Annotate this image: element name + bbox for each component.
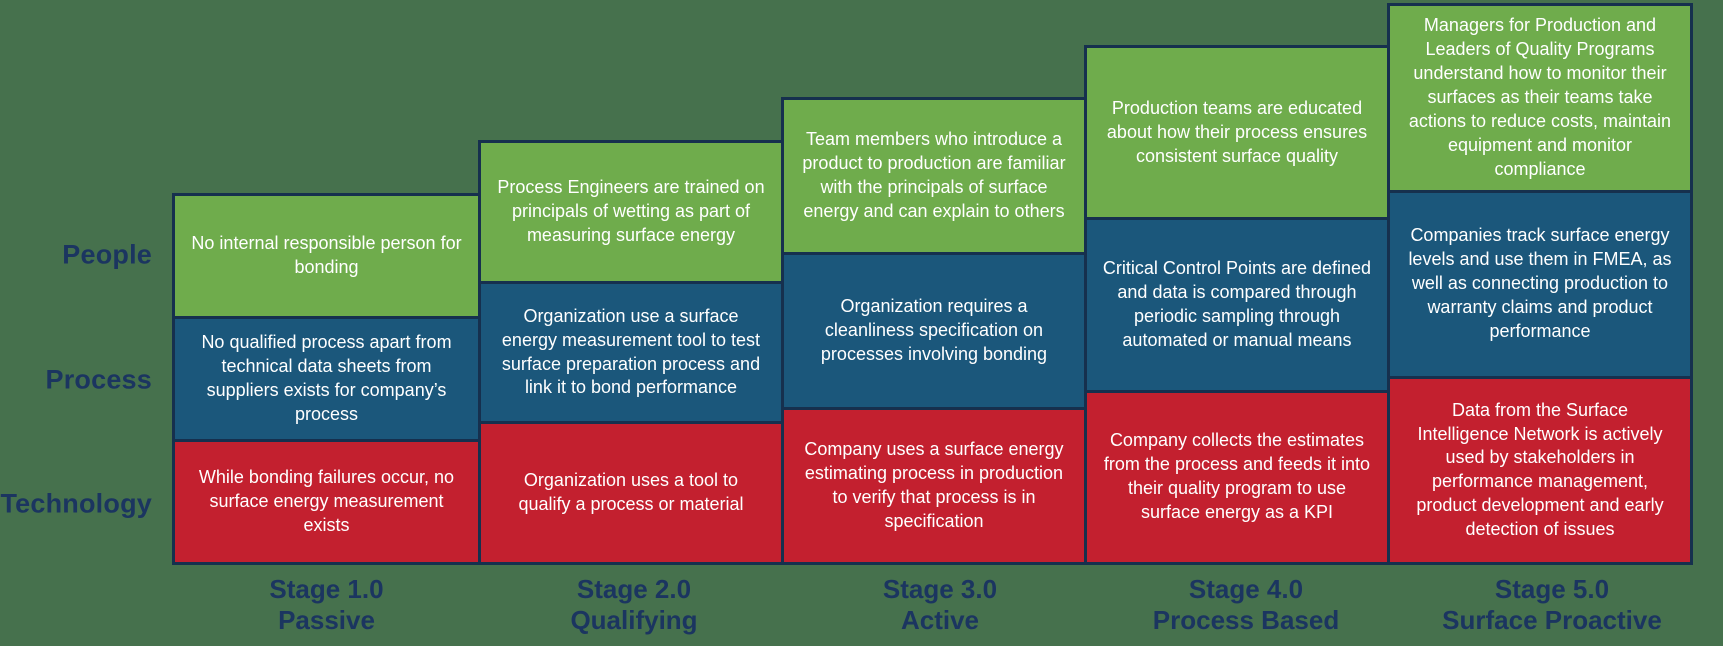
row-label-people: People <box>62 239 152 270</box>
stage-5-process-cell: Companies track surface energy levels an… <box>1387 189 1693 379</box>
stage-3-process-cell: Organization requires a cleanliness spec… <box>781 252 1087 410</box>
staircase: People Process Technology No internal re… <box>0 0 1693 566</box>
stage-5-technology-cell: Data from the Surface Intelligence Netwo… <box>1387 375 1693 565</box>
stage-3-column: Team members who introduce a product to … <box>781 97 1087 565</box>
stage-2-technology-cell: Organization uses a tool to qualify a pr… <box>478 421 784 566</box>
row-label-process: Process <box>45 364 152 395</box>
stage-4-process-cell: Critical Control Points are defined and … <box>1084 217 1390 393</box>
stage-axis-labels: Stage 1.0 Passive Stage 2.0 Qualifying S… <box>0 565 1723 646</box>
stage-3-people-cell: Team members who introduce a product to … <box>781 97 1087 255</box>
stage-3-technology-cell: Company uses a surface energy estimating… <box>781 407 1087 565</box>
stage-2-process-cell: Organization use a surface energy measur… <box>478 280 784 425</box>
stage-1-label: Stage 1.0 Passive <box>172 565 481 646</box>
stage-1-column: No internal responsible person for bondi… <box>172 193 481 565</box>
stage-4-technology-cell: Company collects the estimates from the … <box>1084 389 1390 565</box>
stage-4-number: Stage 4.0 <box>1188 574 1304 604</box>
stage-5-number: Stage 5.0 <box>1494 574 1610 604</box>
stage-2-column: Process Engineers are trained on princip… <box>478 140 784 566</box>
stage-4-column: Production teams are educated about how … <box>1084 45 1390 565</box>
stage-2-label: Stage 2.0 Qualifying <box>481 565 787 646</box>
stage-3-number: Stage 3.0 <box>882 574 998 604</box>
stage-3-name: Active <box>900 604 980 635</box>
row-label-technology: Technology <box>0 488 152 519</box>
stage-4-people-cell: Production teams are educated about how … <box>1084 45 1390 221</box>
stage-1-number: Stage 1.0 <box>269 574 384 604</box>
stage-1-process-cell: No qualified process apart from technica… <box>172 316 481 442</box>
stage-3-label: Stage 3.0 Active <box>787 565 1093 646</box>
row-labels: People Process Technology <box>0 0 172 565</box>
stage-5-people-cell: Managers for Production and Leaders of Q… <box>1387 3 1693 193</box>
stage-1-people-cell: No internal responsible person for bondi… <box>172 193 481 319</box>
stage-5-label: Stage 5.0 Surface Proactive <box>1399 565 1705 646</box>
stage-2-number: Stage 2.0 <box>576 574 692 604</box>
stage-5-name: Surface Proactive <box>1442 604 1662 635</box>
stage-1-name: Passive <box>278 604 375 635</box>
stage-5-column: Managers for Production and Leaders of Q… <box>1387 3 1693 565</box>
stage-2-people-cell: Process Engineers are trained on princip… <box>478 140 784 284</box>
stage-4-name: Process Based <box>1152 604 1340 635</box>
stage-2-name: Qualifying <box>570 604 698 635</box>
stage-1-technology-cell: While bonding failures occur, no surface… <box>172 439 481 565</box>
stage-4-label: Stage 4.0 Process Based <box>1093 565 1399 646</box>
